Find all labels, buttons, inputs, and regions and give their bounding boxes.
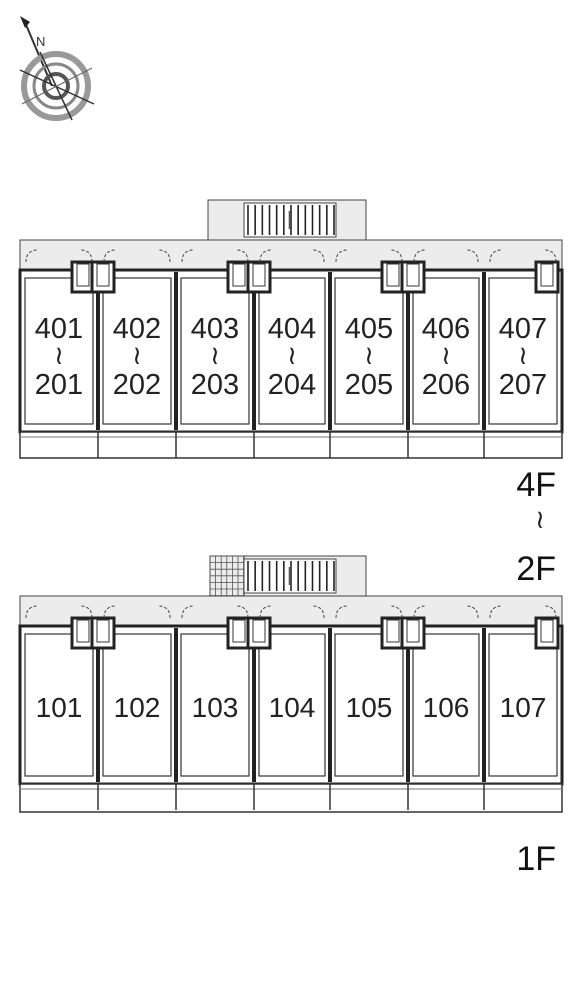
unit-number-top: 405 [345, 313, 393, 345]
unit-number-bottom: 205 [345, 369, 393, 401]
unit-number-top: 403 [191, 313, 239, 345]
unit-number-top: 402 [113, 313, 161, 345]
unit-102[interactable]: 102 [90, 605, 172, 810]
unit-402[interactable]: 402≀202 [90, 249, 172, 458]
unit-number: 101 [36, 692, 83, 723]
unit-103[interactable]: 103 [174, 605, 252, 810]
unit-number: 102 [114, 692, 161, 723]
floor-label-range: ≀ [535, 504, 545, 534]
unit-406[interactable]: 406≀206 [400, 249, 480, 458]
compass-north-icon: N [19, 16, 95, 121]
unit-107[interactable]: 107 [482, 605, 560, 810]
unit-407[interactable]: 407≀207 [482, 249, 560, 458]
unit-401[interactable]: 401≀201 [24, 249, 96, 425]
unit-range-mark: ≀ [210, 340, 220, 370]
unit-number-bottom: 207 [499, 369, 547, 401]
compass-letter: N [36, 34, 45, 49]
unit-number-bottom: 204 [268, 369, 316, 401]
unit-403[interactable]: 403≀203 [174, 249, 252, 458]
unit-number: 107 [500, 692, 547, 723]
entrance-grid [209, 555, 245, 596]
unit-number-top: 404 [268, 313, 316, 345]
lower-block: 101 102 103 104 105 106 107 [18, 555, 564, 813]
floor-label-1f: 1F [516, 840, 556, 878]
unit-range-mark: ≀ [364, 340, 374, 370]
unit-number-top: 401 [35, 313, 83, 345]
unit-number-top: 407 [499, 313, 547, 345]
unit-number-bottom: 201 [35, 369, 83, 401]
unit-101[interactable]: 101 [24, 605, 96, 777]
floor-label-bottom: 2F [516, 550, 556, 588]
unit-number: 103 [192, 692, 239, 723]
unit-number-bottom: 203 [191, 369, 239, 401]
unit-number-top: 406 [422, 313, 470, 345]
unit-range-mark: ≀ [54, 340, 64, 370]
floor-label-top: 4F [516, 466, 556, 504]
staircase [247, 561, 335, 591]
unit-number: 105 [346, 692, 393, 723]
unit-range-mark: ≀ [287, 340, 297, 370]
unit-range-mark: ≀ [441, 340, 451, 370]
unit-number: 106 [423, 692, 470, 723]
unit-104[interactable]: 104 [246, 605, 326, 810]
unit-number-bottom: 202 [113, 369, 161, 401]
unit-number-bottom: 206 [422, 369, 470, 401]
upper-block: 401≀201402≀202403≀203404≀204405≀205406≀2… [18, 199, 564, 459]
unit-range-mark: ≀ [132, 340, 142, 370]
unit-106[interactable]: 106 [400, 605, 480, 810]
unit-105[interactable]: 105 [328, 605, 406, 810]
unit-number: 104 [269, 692, 316, 723]
staircase [247, 205, 335, 235]
unit-405[interactable]: 405≀205 [328, 249, 406, 458]
unit-404[interactable]: 404≀204 [246, 249, 326, 458]
unit-range-mark: ≀ [518, 340, 528, 370]
